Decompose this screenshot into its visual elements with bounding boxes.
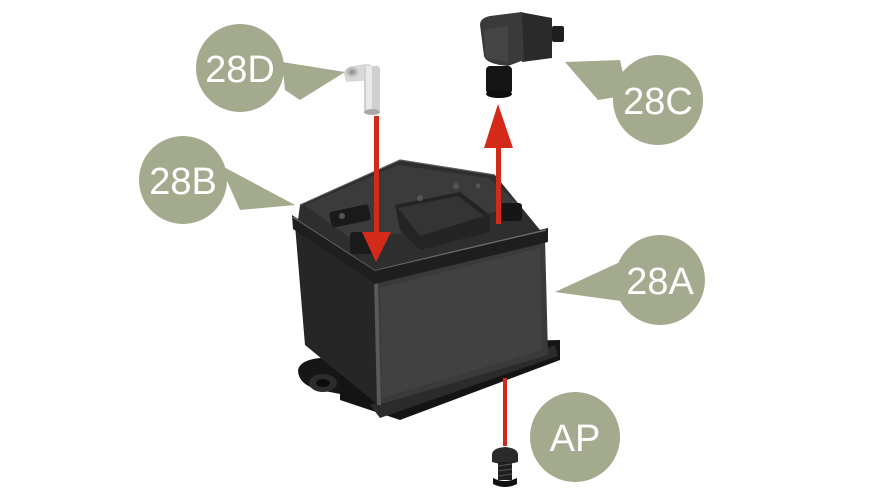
callout-28A: 28A [555, 235, 705, 325]
callout-label-28C: 28C [623, 81, 693, 123]
callout-label-28A: 28A [626, 261, 694, 303]
callout-28D: 28D [196, 24, 345, 112]
remove-arrow-28C [484, 104, 513, 224]
callout-28B: 28B [139, 136, 295, 224]
insert-arrow-28D [362, 116, 391, 262]
screw-icon [492, 447, 518, 487]
fasten-line-AP [503, 378, 507, 446]
callout-label-28B: 28B [149, 161, 217, 203]
callout-AP: AP [530, 392, 620, 482]
callout-label-28D: 28D [205, 49, 275, 91]
terminal-cover-icon [480, 12, 564, 98]
callout-label-AP: AP [550, 418, 601, 460]
callout-28C: 28C [565, 55, 703, 145]
terminal-bolt-icon [344, 64, 380, 115]
